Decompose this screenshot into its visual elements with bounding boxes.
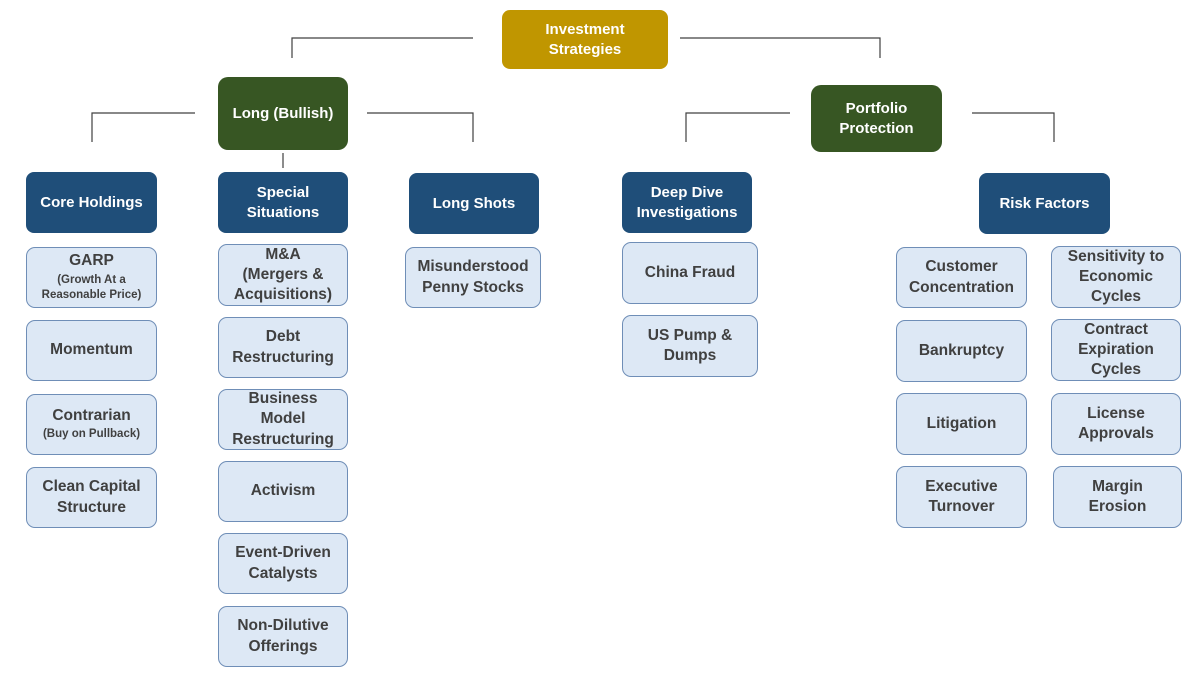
connector-long-to-core [91,112,195,142]
category-node-long-shots: Long Shots [409,173,539,234]
leaf-china-fraud: China Fraud [622,242,758,304]
leaf-misunderstood-penny-stocks: Misunderstood Penny Stocks [405,247,541,308]
connector-root-to-long [291,37,473,58]
leaf-us-pump-dumps: US Pump & Dumps [622,315,758,377]
connector-long-to-longshots [367,112,474,142]
leaf-non-dilutive-offerings: Non-Dilutive Offerings [218,606,348,667]
leaf-license-approvals: License Approvals [1051,393,1181,455]
leaf-litigation: Litigation [896,393,1027,455]
root-node-investment-strategies: Investment Strategies [502,10,668,69]
leaf-momentum: Momentum [26,320,157,381]
connector-protection-to-deepdive [685,112,790,142]
leaf-garp: GARP (Growth At a Reasonable Price) [26,247,157,308]
leaf-activism: Activism [218,461,348,522]
category-node-special-situations: Special Situations [218,172,348,233]
branch-node-long: Long (Bullish) [218,77,348,150]
leaf-contrarian: Contrarian (Buy on Pullback) [26,394,157,455]
category-node-risk-factors: Risk Factors [979,173,1110,234]
category-node-core-holdings: Core Holdings [26,172,157,233]
leaf-customer-concentration: Customer Concentration [896,247,1027,308]
category-node-deep-dive: Deep Dive Investigations [622,172,752,233]
leaf-margin-erosion: Margin Erosion [1053,466,1182,528]
leaf-bankruptcy: Bankruptcy [896,320,1027,382]
leaf-clean-capital-structure: Clean Capital Structure [26,467,157,528]
connector-protection-to-risk [972,112,1055,142]
connector-root-to-protection [680,37,881,58]
branch-node-portfolio-protection: Portfolio Protection [811,85,942,152]
leaf-debt-restructuring: Debt Restructuring [218,317,348,378]
leaf-contract-expiration-cycles: Contract Expiration Cycles [1051,319,1181,381]
leaf-executive-turnover: Executive Turnover [896,466,1027,528]
leaf-sensitivity-economic-cycles: Sensitivity to Economic Cycles [1051,246,1181,308]
leaf-event-driven-catalysts: Event-Driven Catalysts [218,533,348,594]
leaf-business-model-restructuring: Business Model Restructuring [218,389,348,450]
leaf-mergers-acquisitions: M&A (Mergers & Acquisitions) [218,244,348,306]
